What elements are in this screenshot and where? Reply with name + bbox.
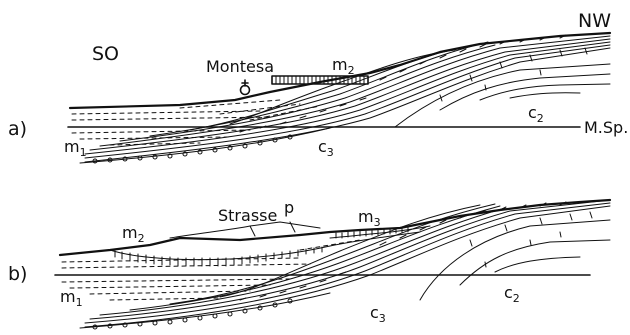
section-a-dir-left: SO	[92, 43, 119, 65]
section-a: SO NW a) M.Sp.	[8, 10, 628, 163]
section-b-unit-c3: c3	[370, 303, 386, 325]
section-a-unit-c2: c2	[528, 103, 544, 125]
section-a-place-label: Montesa	[206, 57, 274, 76]
section-a-unit-m2: m2	[332, 55, 355, 77]
section-a-dir-right: NW	[578, 10, 611, 32]
section-b-unit-m2: m2	[122, 223, 145, 245]
section-a-panel-label: a)	[8, 118, 27, 140]
section-b-unit-m1: m1	[60, 287, 83, 309]
section-b: b)	[8, 198, 610, 329]
section-b-strata	[85, 200, 610, 327]
section-b-panel-label: b)	[8, 263, 27, 285]
section-a-conglomerate	[80, 128, 330, 163]
section-b-unit-m3: m3	[358, 207, 381, 229]
section-a-town-marker	[241, 80, 250, 95]
section-b-unit-c2: c2	[504, 283, 520, 305]
section-b-unit-p: p	[284, 198, 294, 217]
section-a-sea-level-label: M.Sp.	[584, 118, 628, 137]
section-a-unit-c3: c3	[318, 137, 334, 159]
section-a-unit-m1: m1	[64, 137, 87, 159]
section-b-road-label: Strasse	[218, 206, 277, 225]
